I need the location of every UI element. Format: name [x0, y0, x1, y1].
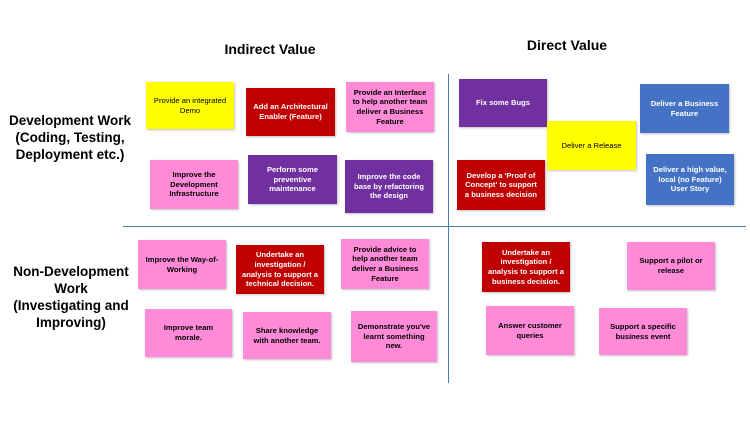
header-indirect-value: Indirect Value — [224, 41, 316, 57]
sticky-note: Develop a 'Proof of Concept' to support … — [457, 160, 545, 210]
sticky-note: Answer customer queries — [486, 306, 574, 355]
header-direct-value: Direct Value — [526, 37, 608, 53]
sticky-note: Improve team morale. — [145, 309, 232, 357]
sticky-note: Demonstrate you've learnt something new. — [351, 311, 437, 362]
vertical-divider — [448, 74, 449, 383]
sticky-note: Support a specific business event — [599, 308, 687, 355]
sticky-note: Perform some preventive maintenance — [248, 155, 337, 204]
sticky-note: Deliver a Release — [547, 121, 636, 170]
sticky-note: Provide an Interface to help another tea… — [346, 82, 434, 132]
sticky-note: Deliver a Business Feature — [640, 84, 729, 133]
sticky-note: Undertake an investigation / analysis to… — [236, 245, 324, 294]
sticky-note: Share knowledge with another team. — [243, 312, 331, 359]
sticky-note: Improve the Development Infrastructure — [150, 160, 238, 209]
sticky-note: Add an Architectural Enabler (Feature) — [246, 88, 335, 136]
sticky-note: Improve the Way-of-Working — [138, 240, 226, 289]
sticky-note: Undertake an investigation / analysis to… — [482, 242, 570, 292]
sticky-note: Deliver a high value, local (no Feature)… — [646, 154, 734, 205]
row-label-development: Development Work (Coding, Testing, Deplo… — [8, 113, 132, 162]
row-label-nondevelopment: Non-Development Work (Investigating and … — [13, 264, 129, 330]
sticky-note: Support a pilot or release — [627, 242, 715, 290]
sticky-note: Provide advice to help another team deli… — [341, 239, 429, 289]
sticky-note: Improve the code base by refactoring the… — [345, 160, 433, 213]
horizontal-divider — [123, 226, 746, 227]
sticky-note: Fix some Bugs — [459, 79, 547, 127]
sticky-note: Provide an integrated Demo — [146, 82, 234, 129]
